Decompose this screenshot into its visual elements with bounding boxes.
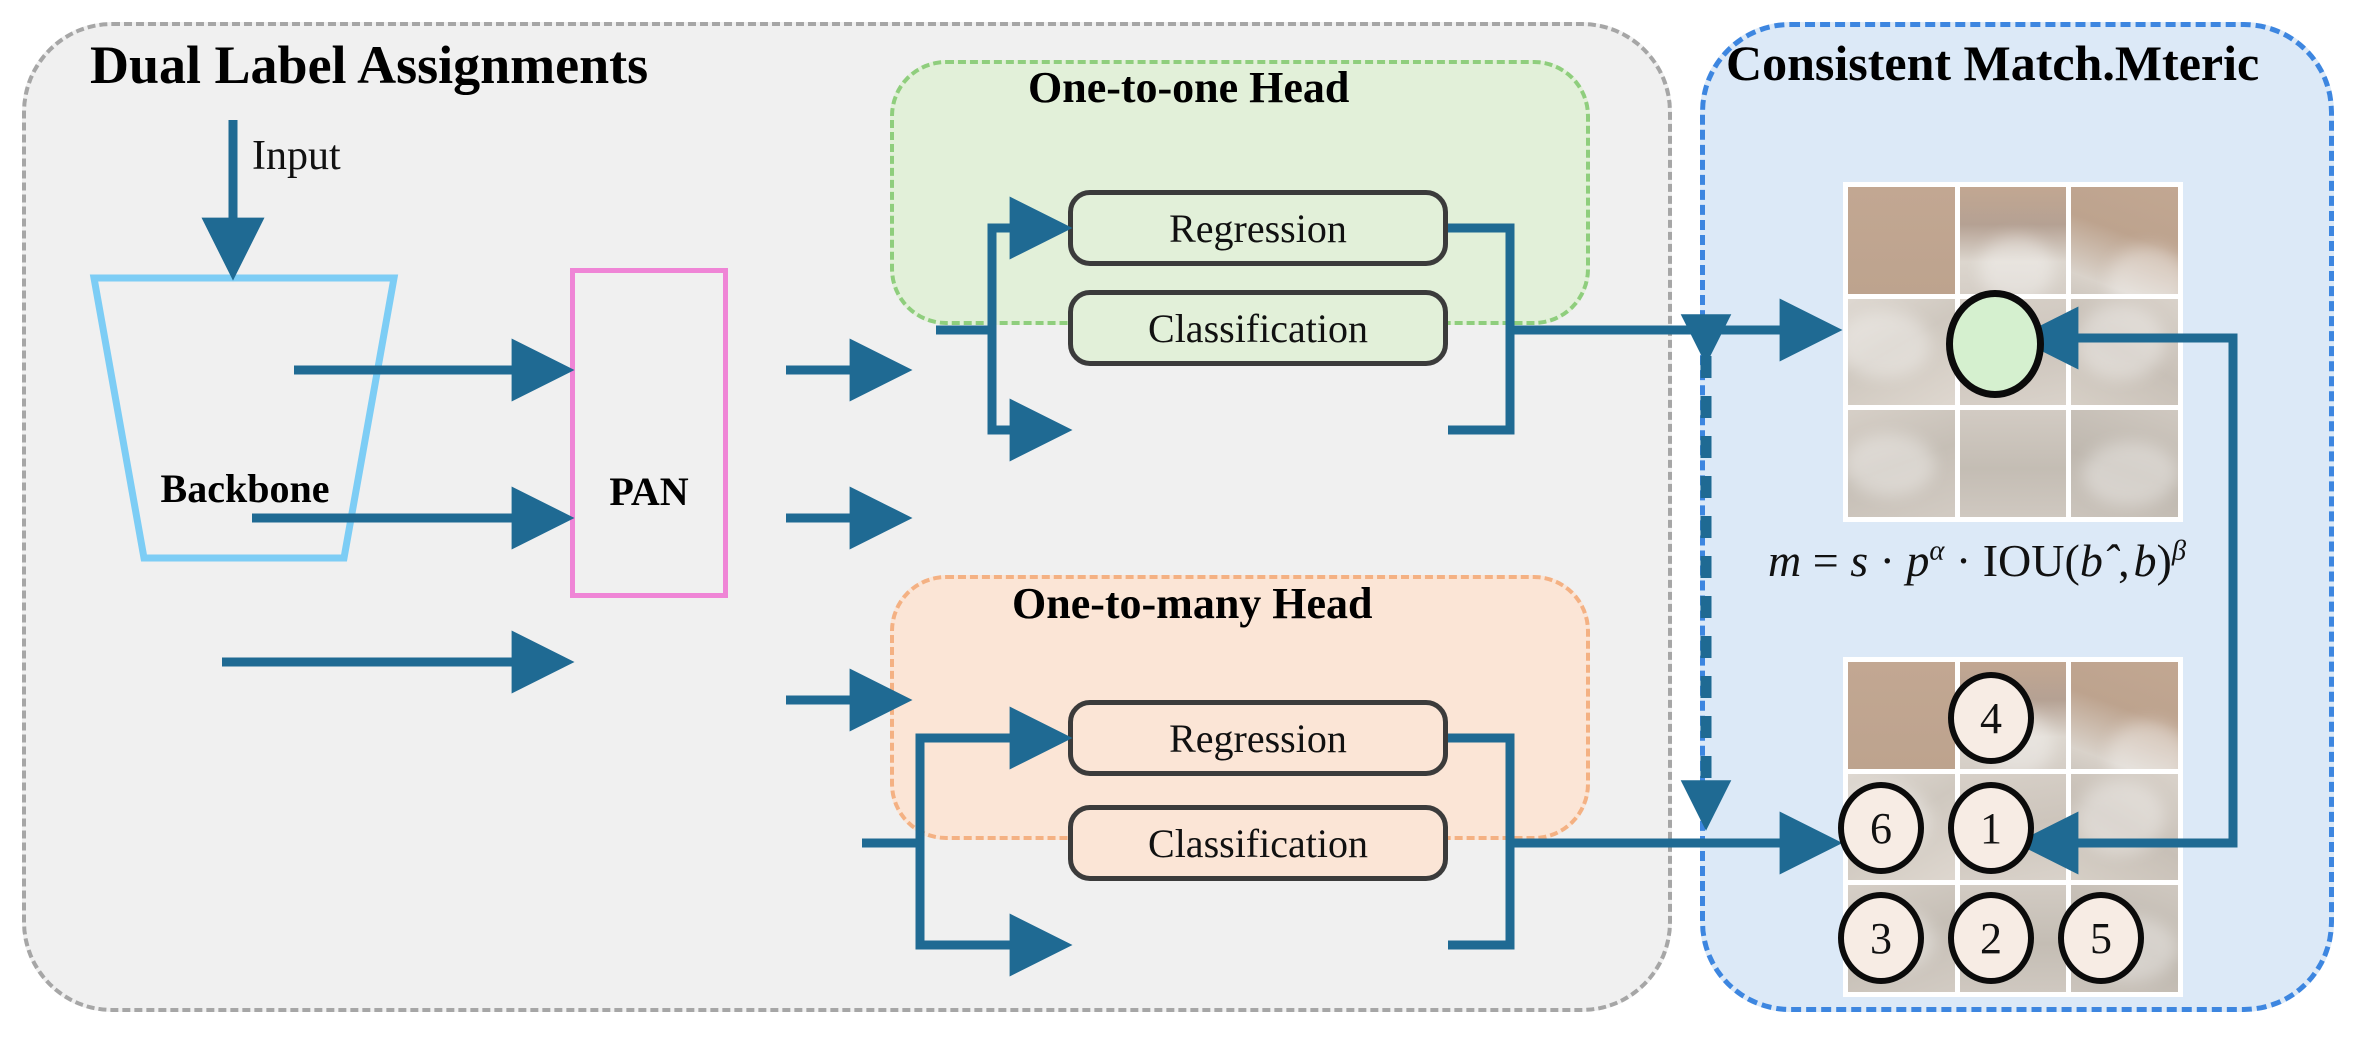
formula-beta: β xyxy=(2171,535,2187,567)
grid-cell xyxy=(1848,298,1955,406)
rank-circle-4: 4 xyxy=(1948,672,2034,764)
positive-sample-marker xyxy=(1946,290,2044,398)
grid-cell xyxy=(2071,187,2178,294)
backbone-label: Backbone xyxy=(160,466,330,511)
grid-cell xyxy=(1848,662,1955,769)
grid-cell xyxy=(2071,662,2178,769)
formula-comma: , xyxy=(2118,535,2130,586)
rank-circle-6: 6 xyxy=(1838,782,1924,874)
title-one-to-many-head: One-to-many Head xyxy=(1012,579,1373,628)
formula-s: s xyxy=(1850,535,1869,586)
formula-b-hat: bˆ xyxy=(2079,535,2119,586)
rank-circle-3: 3 xyxy=(1838,892,1924,984)
grid-cell xyxy=(1959,410,2067,517)
formula-equals: = xyxy=(1812,535,1839,586)
formula-iou: IOU xyxy=(1982,535,2065,586)
one-to-many-classification-box: Classification xyxy=(1068,805,1448,881)
formula-dot-1: · xyxy=(1879,535,1895,586)
backbone-shape xyxy=(89,274,399,562)
match-metric-formula: m = s · pα · IOU(bˆ, b)β xyxy=(1768,535,2187,586)
grid-cell xyxy=(2071,298,2178,406)
pan-label: PAN xyxy=(609,469,689,514)
grid-cell xyxy=(2071,410,2178,517)
formula-m: m xyxy=(1768,535,1802,586)
formula-b: b xyxy=(2133,535,2157,586)
title-consistent-match-metric: Consistent Match.Mteric xyxy=(1726,35,2260,91)
rank-circle-2: 2 xyxy=(1948,892,2034,984)
one-to-one-regression-box: Regression xyxy=(1068,190,1448,266)
rank-circle-5: 5 xyxy=(2058,892,2144,984)
title-one-to-one-head: One-to-one Head xyxy=(1028,63,1350,112)
pan-box xyxy=(570,268,728,598)
one-to-many-regression-box: Regression xyxy=(1068,700,1448,776)
formula-p: p xyxy=(1906,535,1930,586)
grid-cell xyxy=(1848,410,1955,517)
rank-circle-1: 1 xyxy=(1948,782,2034,874)
formula-alpha: α xyxy=(1929,535,1945,567)
formula-dot-2: · xyxy=(1955,535,1972,586)
grid-cell xyxy=(1959,187,2067,294)
grid-cell xyxy=(2071,773,2178,881)
grid-cell xyxy=(1848,187,1955,294)
input-label: Input xyxy=(252,133,341,179)
one-to-one-classification-box: Classification xyxy=(1068,290,1448,366)
title-dual-label-assignments: Dual Label Assignments xyxy=(90,35,649,95)
